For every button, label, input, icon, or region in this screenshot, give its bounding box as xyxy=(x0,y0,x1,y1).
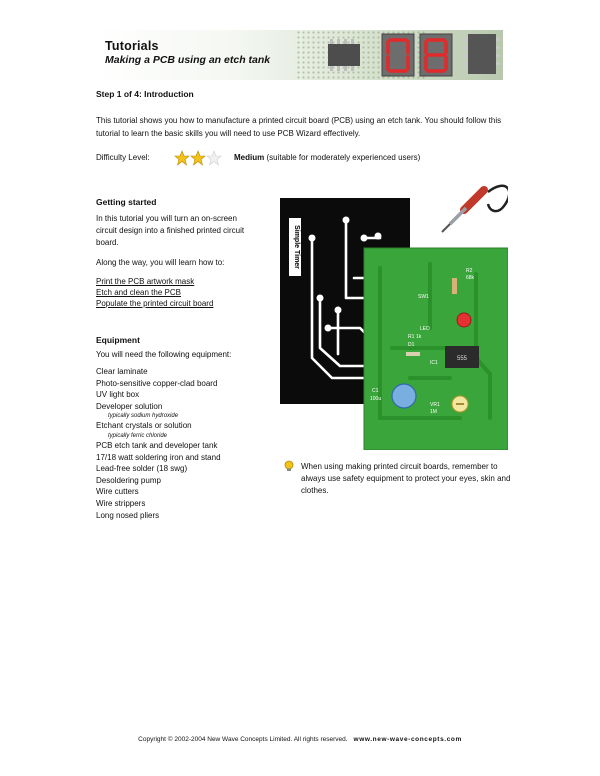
list-item-note: typically sodium hydroxide xyxy=(108,413,179,420)
tutorial-links: Print the PCB artwork mask Etch and clea… xyxy=(96,276,213,309)
page-subtitle: Making a PCB using an etch tank xyxy=(105,54,271,66)
c1-value: 100u xyxy=(370,396,381,402)
vr1-label: VR1 xyxy=(430,402,440,408)
list-item-note: typically ferric chloride xyxy=(108,432,168,439)
list-item: Wire strippers xyxy=(96,498,146,508)
step-heading: Step 1 of 4: Introduction xyxy=(96,89,194,99)
ic1-chip-label: 555 xyxy=(457,356,468,362)
list-item: Desoldering pump xyxy=(96,475,161,485)
equipment-heading: Equipment xyxy=(96,335,140,345)
getting-started-text: In this tutorial you will turn an on-scr… xyxy=(96,214,245,247)
footer-copyright: Copyright © 2002-2004 New Wave Concepts … xyxy=(138,736,348,743)
pcb-illustration: Simple Timer R2 68k SW1 LED D1 R1 1k 555… xyxy=(280,184,508,450)
difficulty-row: Difficulty Level: Medium (suitable for m… xyxy=(96,150,516,166)
star-icon-filled xyxy=(190,150,206,166)
safety-tip-text: When using making printed circuit boards… xyxy=(301,462,511,495)
d1-label: D1 xyxy=(408,342,415,348)
intro-paragraph: This tutorial shows you how to manufactu… xyxy=(96,116,502,138)
list-item: Etchant crystals or solution xyxy=(96,421,192,431)
link-print-mask[interactable]: Print the PCB artwork mask xyxy=(96,277,195,286)
sw1-label: SW1 xyxy=(418,294,429,300)
list-item: PCB etch tank and developer tank xyxy=(96,440,218,450)
list-item: Clear laminate xyxy=(96,367,148,376)
r1-value: 1k xyxy=(416,334,422,340)
pcb-board: R2 68k SW1 LED D1 R1 1k 555 IC1 C1 100u … xyxy=(363,247,508,450)
list-item: Wire cutters xyxy=(96,487,139,497)
equipment-need: You will need the following equipment: xyxy=(96,350,232,359)
link-populate[interactable]: Populate the printed circuit board xyxy=(96,299,214,308)
header-banner: Tutorials Making a PCB using an etch tan… xyxy=(96,30,503,80)
c1-label: C1 xyxy=(372,388,379,394)
banner-electronics-illustration xyxy=(328,33,500,77)
list-item: Lead-free solder (18 swg) xyxy=(96,464,188,474)
safety-tip: When using making printed circuit boards… xyxy=(283,460,513,500)
list-item: 17/18 watt soldering iron and stand xyxy=(96,452,221,462)
lightbulb-icon xyxy=(284,460,294,471)
r2-value: 68k xyxy=(466,275,475,281)
difficulty-level-name: Medium xyxy=(234,153,265,162)
soldering-iron-icon xyxy=(441,184,508,233)
difficulty-level-desc: (suitable for moderately experienced use… xyxy=(266,153,421,162)
footer-url[interactable]: www.new-wave-concepts.com xyxy=(353,736,462,743)
r1-label: R1 xyxy=(408,334,415,340)
list-item: Developer solution xyxy=(96,401,163,411)
difficulty-stars xyxy=(174,150,222,166)
page-title: Tutorials xyxy=(105,39,159,53)
star-icon-empty xyxy=(206,150,222,166)
difficulty-label: Difficulty Level: xyxy=(96,153,150,162)
vr1-value: 1M xyxy=(430,409,437,415)
r2-label: R2 xyxy=(466,268,473,274)
led-label: LED xyxy=(420,326,430,332)
equipment-list: Clear laminate Photo-sensitive copper-cl… xyxy=(96,366,296,521)
ic1-label: IC1 xyxy=(430,360,438,366)
list-item: Photo-sensitive copper-clad board xyxy=(96,378,218,388)
getting-started-way: Along the way, you will learn how to: xyxy=(96,258,225,267)
getting-started-heading: Getting started xyxy=(96,197,157,207)
list-item: Long nosed pliers xyxy=(96,510,160,520)
list-item: UV light box xyxy=(96,390,140,400)
mask-label: Simple Timer xyxy=(293,225,300,269)
difficulty-level: Medium (suitable for moderately experien… xyxy=(234,153,420,162)
footer: Copyright © 2002-2004 New Wave Concepts … xyxy=(0,736,600,743)
star-icon-filled xyxy=(174,150,190,166)
link-etch-clean[interactable]: Etch and clean the PCB xyxy=(96,288,181,297)
